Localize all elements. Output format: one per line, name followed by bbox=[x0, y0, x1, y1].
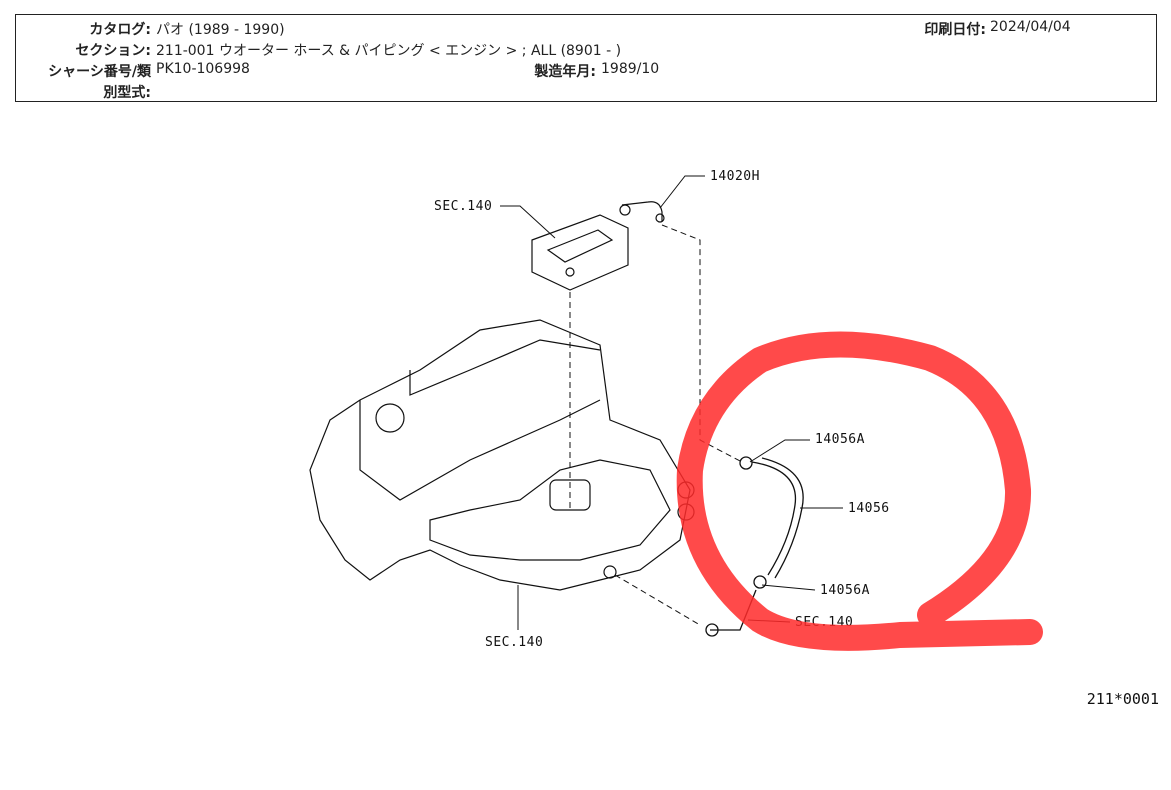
dashed-leaders bbox=[569, 224, 743, 626]
alt-model-label: 別型式: bbox=[103, 85, 151, 101]
callout-14056: 14056 bbox=[848, 501, 890, 516]
header-info-box: カタログ: パオ (1989 - 1990) セクション: 211-001 ウオ… bbox=[15, 14, 1157, 102]
engine-drawing bbox=[309, 319, 695, 591]
callout-sec140-bottom: SEC.140 bbox=[485, 635, 543, 650]
section-label: セクション: bbox=[75, 43, 151, 59]
chassis-value: PK10-106998 bbox=[156, 61, 250, 77]
section-value: 211-001 ウオーター ホース & パイピング < エンジン > ; ALL… bbox=[156, 43, 622, 59]
callout-14020H: 14020H bbox=[710, 169, 760, 184]
leader-lines bbox=[500, 175, 843, 630]
print-date-label: 印刷日付: bbox=[924, 22, 986, 38]
thermostat-housing bbox=[531, 214, 629, 291]
print-date-value: 2024/04/04 bbox=[990, 19, 1071, 35]
red-highlight-circle bbox=[676, 331, 1043, 651]
pipe-14020H bbox=[619, 201, 665, 223]
mfg-date-label: 製造年月: bbox=[534, 64, 596, 80]
mfg-date-value: 1989/10 bbox=[601, 61, 660, 77]
callout-14056A-top: 14056A bbox=[815, 432, 865, 447]
callout-14056A-bottom: 14056A bbox=[820, 583, 870, 598]
catalog-label: カタログ: bbox=[89, 22, 151, 38]
figure-code: 211*0001 bbox=[1086, 690, 1159, 708]
callout-sec140-top: SEC.140 bbox=[434, 199, 492, 214]
catalog-value: パオ (1989 - 1990) bbox=[156, 22, 285, 38]
chassis-label: シャーシ番号/類 bbox=[48, 64, 151, 80]
